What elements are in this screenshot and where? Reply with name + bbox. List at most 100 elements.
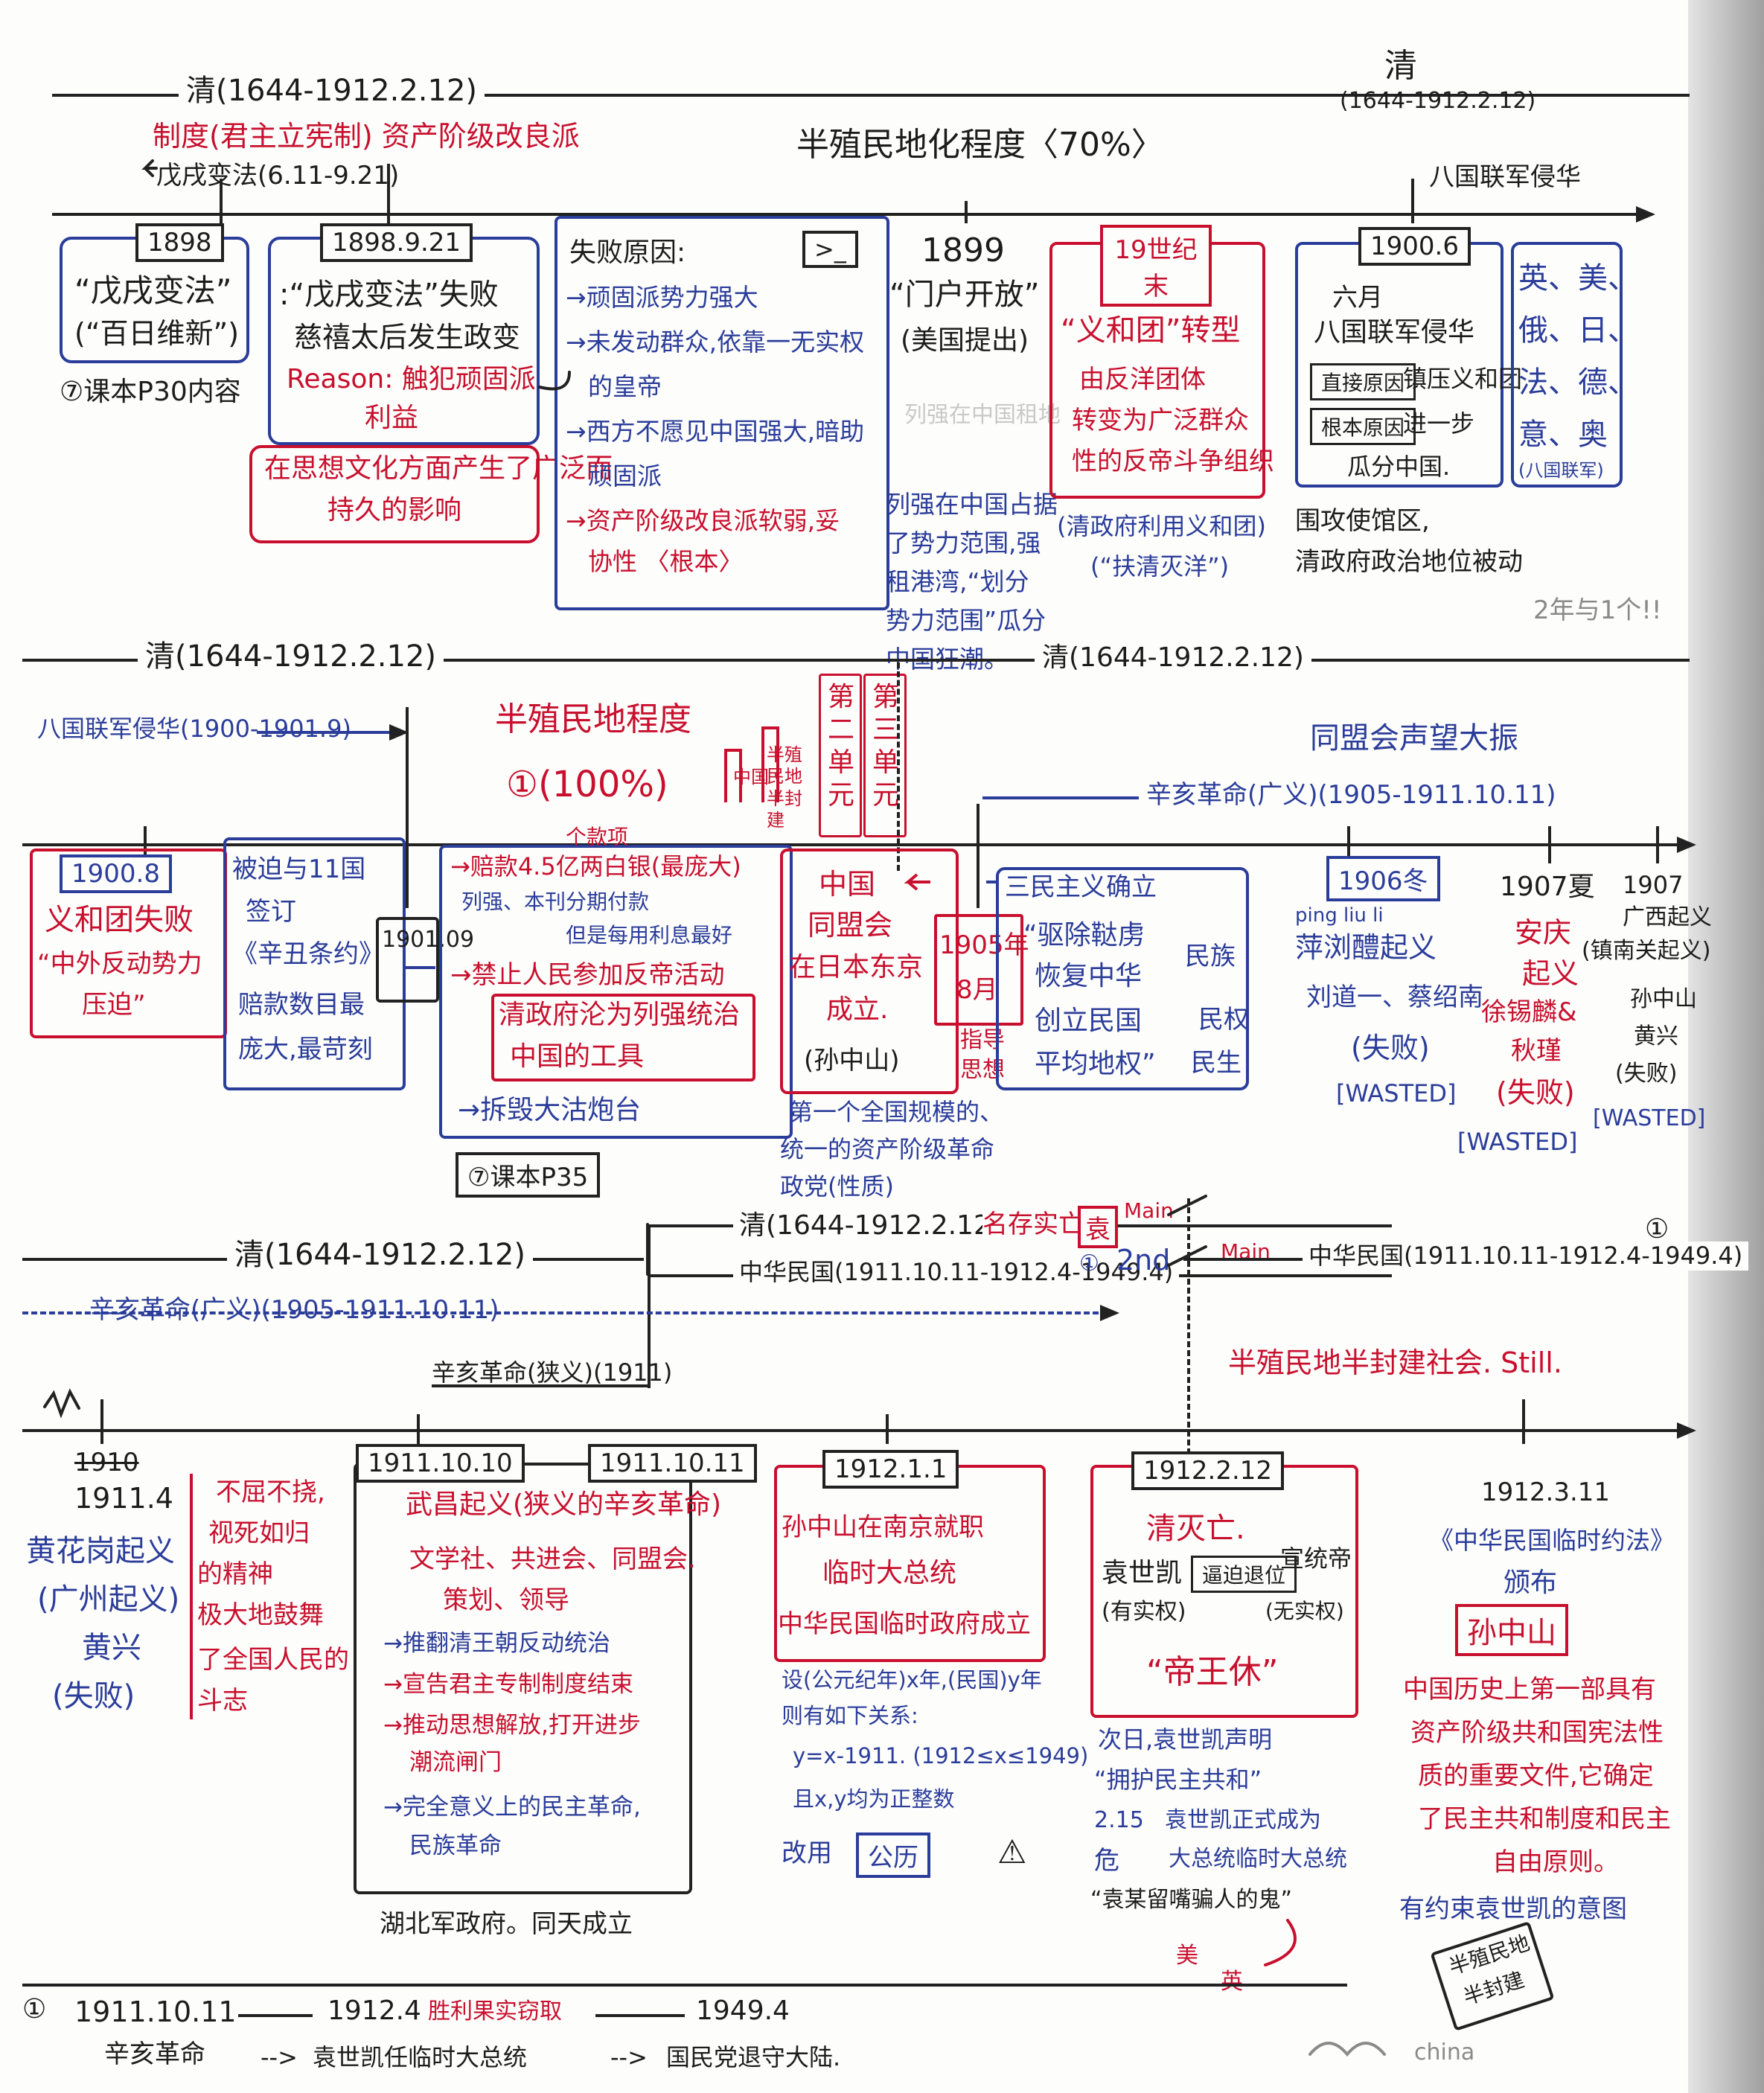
date-1905-month: 8月 xyxy=(956,975,998,1005)
qing-branch-label: 清(1644-1912.2.12) xyxy=(733,1210,1007,1242)
branch-vertical xyxy=(648,1224,651,1388)
next-day-1: 次日,袁世凯声明 xyxy=(1098,1725,1273,1754)
tmh-4: 成立. xyxy=(826,994,889,1025)
footer-date-1949: 1949.4 xyxy=(696,1995,790,2026)
circle-one-right: ① xyxy=(1645,1214,1669,1244)
qing-dates-top-right: (1644-1912.2.12) xyxy=(1340,88,1536,114)
boxer-fail-2: “中外反动势力 xyxy=(37,949,202,979)
footer-xinhai: 辛亥革命 xyxy=(104,2039,205,2069)
date-tag-1912-1-1: 1912.1.1 xyxy=(822,1450,959,1489)
anqing-leaders-2: 秋瑾 xyxy=(1511,1036,1562,1066)
hhg-4: (失败) xyxy=(52,1679,135,1713)
footer-arrow-1 xyxy=(238,2014,313,2017)
pingliuli-name: 萍浏醴起义 xyxy=(1295,931,1437,964)
provisional-president: 临时大总统 xyxy=(822,1558,957,1588)
xinhai-narrow-label: 辛亥革命(狭义)(1911) xyxy=(432,1358,673,1387)
tick-1907b xyxy=(1656,826,1659,863)
name-exists-label: 名存实亡 xyxy=(982,1210,1084,1241)
year-1899: 1899 xyxy=(921,231,1005,269)
eight-nation-range-arrow xyxy=(257,724,409,741)
provisional-gov: 中华民国临时政府成立 xyxy=(778,1609,1031,1639)
reason-root: →资产阶级改良派软弱,妥 xyxy=(566,506,840,535)
formula-2: 则有如下关系: xyxy=(782,1703,918,1728)
hhg-spirit-6: 斗志 xyxy=(197,1686,248,1716)
struck-1910: 1910 xyxy=(74,1448,139,1477)
scramble-2: 了势力范围,强 xyxy=(886,528,1041,557)
sanmin-democracy: 民权 xyxy=(1198,1005,1249,1035)
boxer-fail-3: 压迫” xyxy=(82,990,146,1020)
ban-line: →禁止人民参加反帝活动 xyxy=(450,960,725,990)
hhg-spirit-1: 不屈不挠, xyxy=(216,1477,325,1507)
reason-1: →顽固派势力强大 xyxy=(566,283,758,312)
tmh-3: 在日本东京 xyxy=(789,952,924,982)
reason-root-b: 协性 〈根本〉 xyxy=(588,547,744,576)
textbook-ref-p35: ⑦课本P35 xyxy=(456,1152,601,1198)
date-2-15: 2.15 xyxy=(1094,1807,1144,1833)
card-1901-09 xyxy=(376,917,439,1003)
yuan-name: 袁世凯 xyxy=(1102,1558,1183,1588)
allies-note: (八国联军) xyxy=(1518,460,1604,481)
pencil-note: 2年与1个!! xyxy=(1533,595,1662,625)
indemnity-line: →赔款4.5亿两白银(最庞大) xyxy=(450,852,741,881)
allies-2: 俄、日、 xyxy=(1518,313,1637,348)
bar-label-semi: 半殖民地半封建 xyxy=(767,744,802,831)
use-label: 改用 xyxy=(782,1838,832,1868)
reason-line: Reason: 触犯顽固派 xyxy=(287,364,536,394)
yuan-power: (有实权) xyxy=(1102,1599,1186,1625)
xinhai-narrow-line xyxy=(432,1384,648,1387)
interest-note: 但是每用利息最好 xyxy=(566,923,733,948)
xinhai-broad-arrow xyxy=(22,1305,1119,1321)
const-desc-5: 自由原则。 xyxy=(1492,1847,1619,1877)
influence-box xyxy=(249,445,540,543)
reason-3: →西方不愿见中国强大,暗助 xyxy=(566,417,865,446)
boxer-line-2: 转变为广泛群众 xyxy=(1072,406,1249,435)
still-semi-colonial: 半殖民地半封建社会. Still. xyxy=(1228,1346,1562,1379)
semi-colonial-title: 半殖民地程度 xyxy=(495,700,691,738)
date-tag-1911-10-11: 1911.10.11 xyxy=(588,1444,757,1483)
qing-label-top-right: 清 xyxy=(1384,47,1417,85)
date-tag-1898: 1898 xyxy=(135,223,224,262)
anqing-result: (失败) xyxy=(1496,1076,1575,1109)
qing-label-row3-left: 清(1644-1912.2.12) xyxy=(227,1237,534,1274)
interest-line: 利益 xyxy=(365,403,419,433)
sanmin-livelihood: 民生 xyxy=(1191,1048,1241,1078)
eight-nation-arrow-label: 八国联军侵华 xyxy=(1429,162,1581,192)
footer-date-1912: 1912.4 xyxy=(327,1995,421,2026)
date-1911-4: 1911.4 xyxy=(74,1482,173,1515)
unit-divider xyxy=(897,662,900,871)
wuchang-plan: 策划、领导 xyxy=(443,1585,569,1615)
footer-arrow-2 xyxy=(595,2014,685,2017)
pingliuli-wasted: [WASTED] xyxy=(1336,1079,1457,1108)
anqing-leaders: 徐锡麟& xyxy=(1481,997,1577,1027)
timeline-top-line xyxy=(52,94,1690,97)
tongmenghui-box xyxy=(780,849,959,1094)
pingliuli-pinyin: ping liu li xyxy=(1295,904,1384,927)
yuan-quote: “袁某留嘴骗人的鬼” xyxy=(1090,1887,1293,1913)
hhg-divider xyxy=(190,1474,193,1719)
footer-circle-one: ① xyxy=(22,1994,47,2025)
hhg-2: (广州起义) xyxy=(37,1582,180,1617)
const-desc-1: 中国历史上第一部具有 xyxy=(1403,1675,1656,1704)
timeline-row4 xyxy=(22,1422,1696,1439)
reason-3b: 顽固派 xyxy=(588,461,662,491)
main-label-1: Main xyxy=(1124,1198,1174,1223)
tick-1901 xyxy=(406,707,409,908)
const-desc-2: 资产阶级共和国宪法性 xyxy=(1410,1718,1664,1748)
partition-line: 瓜分中国. xyxy=(1347,453,1451,481)
page-edge-shadow xyxy=(1688,0,1764,2093)
wuchang-point-4: →完全意义上的民主革命, xyxy=(383,1794,641,1821)
root-cause-tag: 根本原因 xyxy=(1310,408,1416,445)
tick-1906 xyxy=(1347,826,1350,863)
terms-box xyxy=(439,845,793,1139)
tick-1912-1 xyxy=(886,1414,889,1444)
open-door-sub: (美国提出) xyxy=(901,325,1029,356)
treaty-box xyxy=(223,837,406,1090)
tick-1905 xyxy=(977,804,980,908)
sanmin-nationalism: 民族 xyxy=(1185,942,1236,971)
passive-line: 清政府政治地位被动 xyxy=(1295,547,1523,577)
open-door-title: “门户开放” xyxy=(889,278,1040,312)
force-abdicate-tag: 逼迫退位 xyxy=(1191,1556,1297,1593)
date-tag-1900-8: 1900.8 xyxy=(60,854,172,893)
wuchang-point-3: →推动思想解放,打开进步 xyxy=(383,1712,641,1739)
